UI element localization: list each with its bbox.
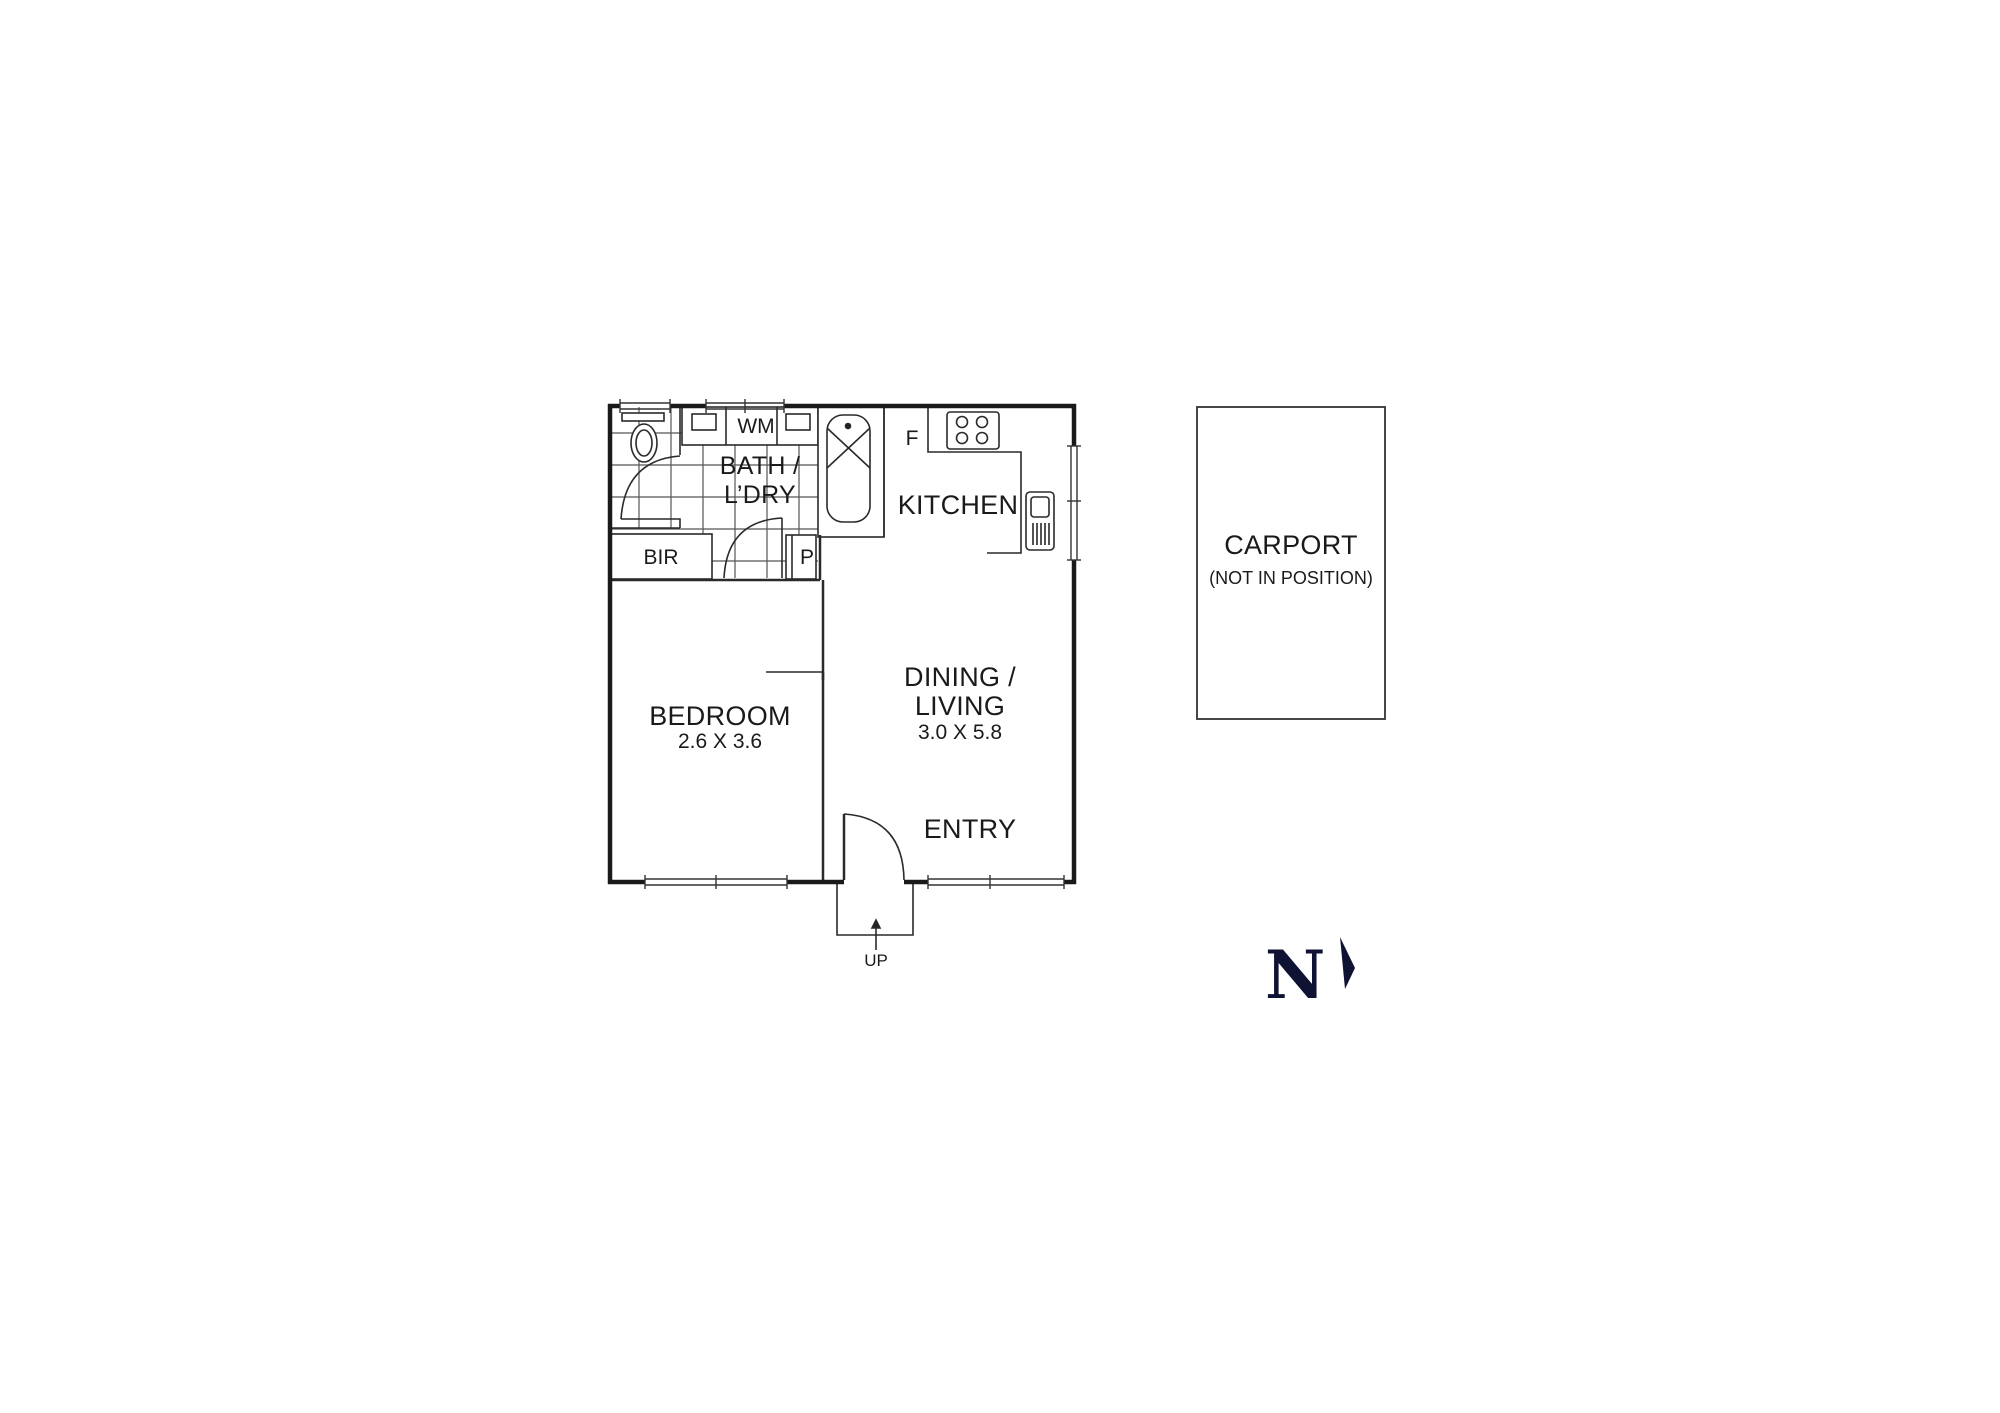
kitchen-label: KITCHEN: [897, 490, 1019, 520]
bath-laundry-label-line2: L’DRY: [724, 481, 796, 509]
entry-landing: [836, 880, 914, 936]
dining-living-label-line1: DINING /: [904, 662, 1016, 692]
bedroom-label: BEDROOM: [649, 701, 791, 731]
carport-note: (NOT IN POSITION): [1209, 568, 1373, 588]
basin-right: [785, 413, 811, 431]
pantry-label: P: [799, 546, 814, 569]
washing-machine-label: WM: [737, 415, 775, 438]
kitchen-bench: [927, 407, 1022, 554]
north-arrow-icon: [1340, 937, 1355, 989]
pantry-box: [785, 534, 817, 580]
windows: [619, 399, 1081, 889]
fridge-label: F: [905, 427, 919, 450]
stairs-up-label: UP: [864, 951, 888, 970]
toilet-cistern: [621, 412, 665, 422]
dining-living-label-line2: LIVING: [914, 691, 1006, 721]
bath-door-swing: [723, 517, 783, 579]
bathtub: [826, 414, 871, 523]
dining-living-dimensions: 3.0 X 5.8: [917, 721, 1003, 744]
bir-label: BIR: [643, 546, 679, 569]
carport-label: CARPORT: [1224, 530, 1358, 560]
entry-door-swing: [843, 813, 905, 881]
north-label: N: [1265, 936, 1326, 1014]
basin-left: [691, 413, 717, 431]
cooktop: [946, 411, 1000, 450]
bath-laundry-label-line1: BATH /: [719, 452, 801, 480]
bir-box: [610, 533, 713, 580]
carport-outline: [1196, 406, 1386, 720]
toilet-door-swing: [620, 455, 681, 520]
entry-label: ENTRY: [923, 814, 1017, 844]
bedroom-dimensions: 2.6 X 3.6: [677, 730, 763, 753]
